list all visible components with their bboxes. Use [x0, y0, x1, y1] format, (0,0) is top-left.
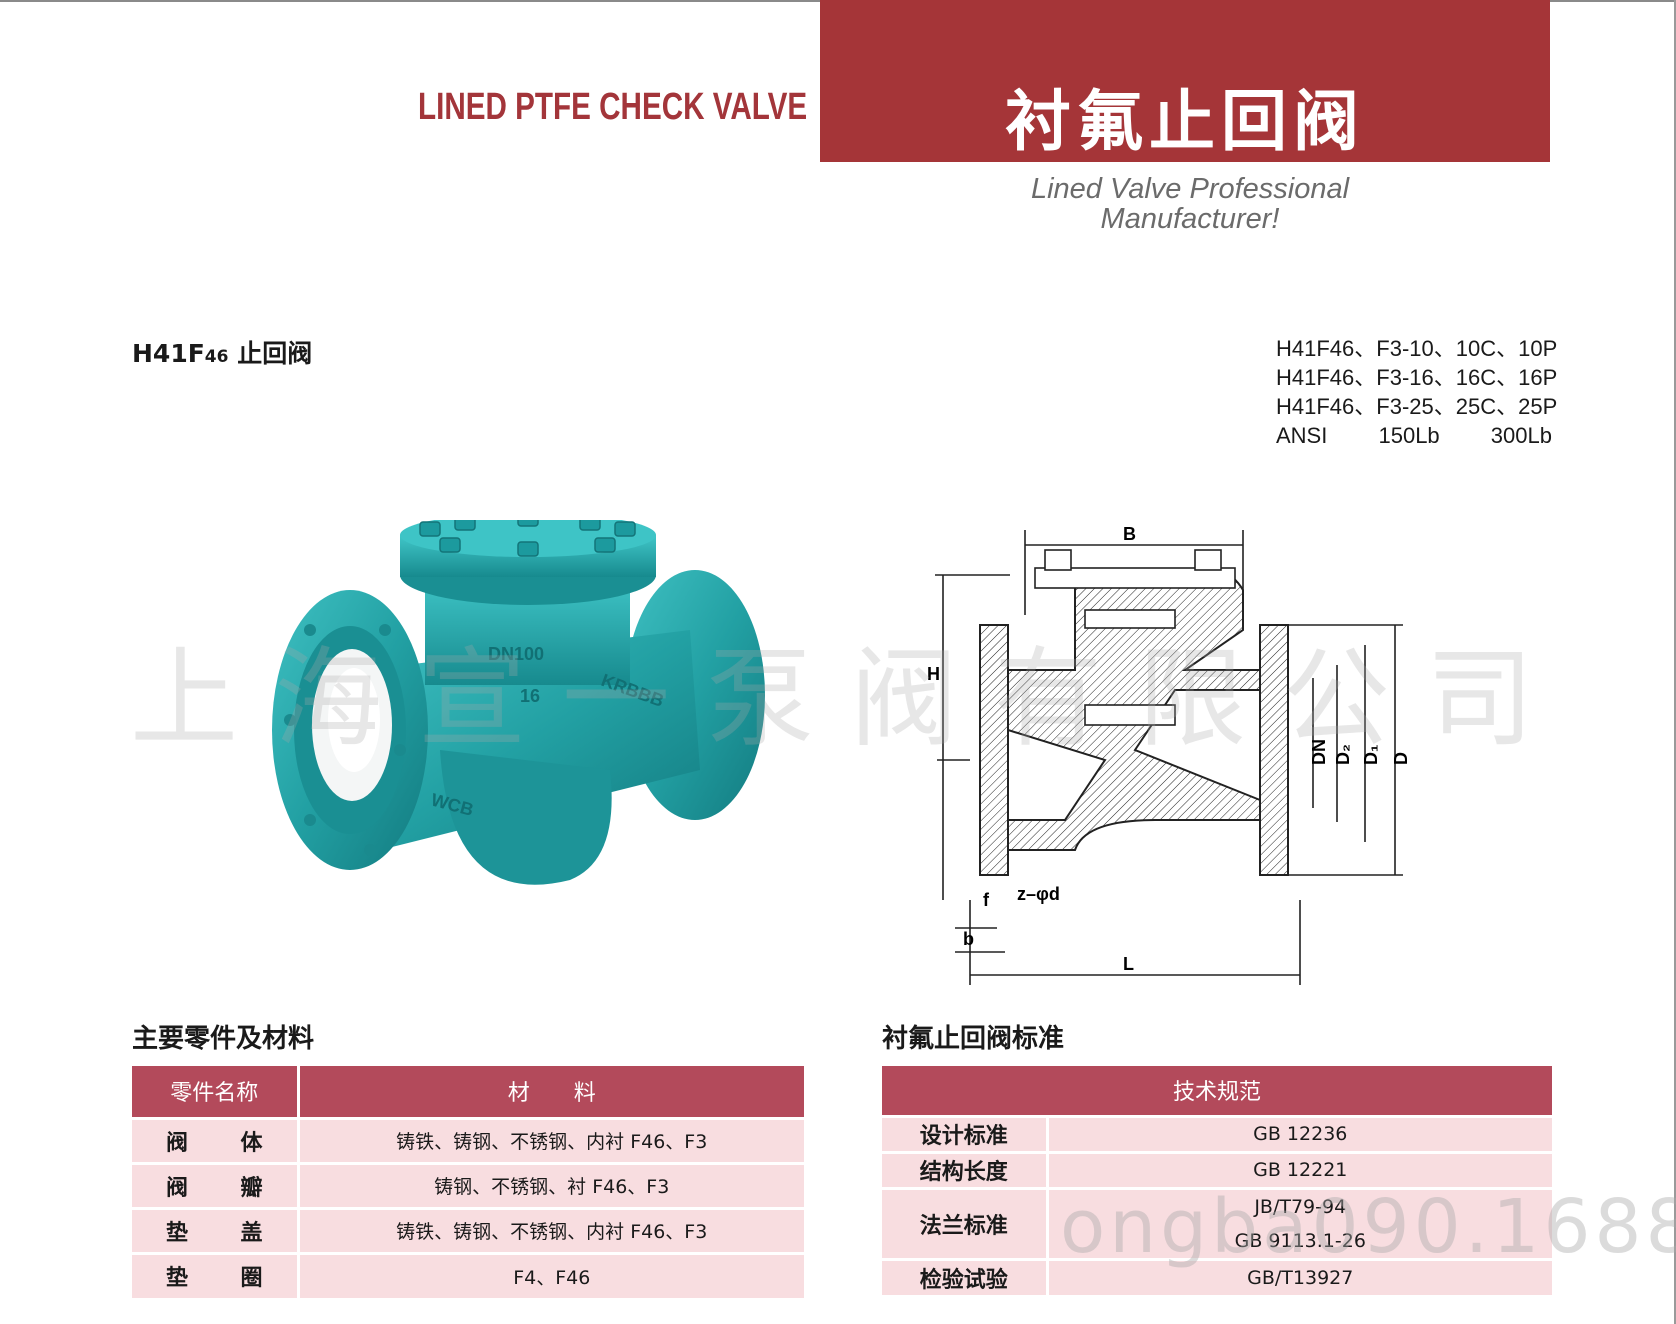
standard-value-2: GB 9113.1-26	[1234, 1229, 1366, 1252]
parts-header-material: 材 料	[298, 1066, 804, 1118]
dim-dn: DN	[1309, 739, 1329, 765]
standard-name: 法兰标准	[882, 1186, 1049, 1259]
dim-zd: z–φd	[1017, 884, 1060, 904]
model-row: H41F46、F3-25、25C、25P	[1276, 392, 1557, 421]
ansi-label: ANSI	[1276, 423, 1328, 448]
header-title-cn: 衬氟止回阀	[1005, 83, 1365, 160]
part-name-a: 垫	[166, 1220, 189, 1246]
part-name-b: 圈	[240, 1266, 263, 1292]
ansi-row: ANSI 150Lb 300Lb	[1276, 421, 1552, 450]
model-row: H41F46、F3-10、10C、10P	[1276, 334, 1557, 363]
table-row: 垫 盖 铸铁、铸钢、不锈钢、内衬 F46、F3	[132, 1206, 804, 1253]
model-list: H41F46、F3-10、10C、10P H41F46、F3-16、16C、16…	[1276, 334, 1557, 450]
standards-section-title: 衬氟止回阀标准	[882, 1024, 1065, 1054]
model-row: H41F46、F3-16、16C、16P	[1276, 363, 1557, 392]
part-material: F4、F46	[298, 1251, 804, 1298]
part-name-a: 垫	[166, 1266, 189, 1292]
dim-bb: b	[963, 929, 974, 949]
tagline-line1: Lined Valve Professional	[1030, 173, 1350, 205]
valve-photo: DN100 16 KRBBB WCB	[272, 520, 765, 885]
standards-table: 技术规范 设计标准 GB 12236 结构长度 GB 12221 法兰标准 JB…	[882, 1066, 1552, 1295]
standard-value: JB/T79-94	[1254, 1195, 1347, 1218]
standards-header-row: 技术规范	[882, 1066, 1552, 1116]
table-row: 法兰标准 JB/T79-94 GB 9113.1-26	[882, 1186, 1552, 1259]
part-material: 铸铁、铸钢、不锈钢、内衬 F46、F3	[298, 1116, 804, 1163]
standard-value: GB 12221	[1047, 1150, 1552, 1188]
section-drawing: B H DN D₂ D₁ D z–φd f b L	[927, 524, 1411, 985]
dim-h: H	[927, 664, 940, 684]
part-name-a: 阀	[166, 1130, 189, 1156]
model-prefix: H41F	[132, 339, 205, 368]
model-row-text: H41F46、F3-10、10C、10P	[1276, 336, 1558, 361]
part-name-b: 盖	[240, 1220, 263, 1246]
table-row: 阀 体 铸铁、铸钢、不锈钢、内衬 F46、F3	[132, 1116, 804, 1163]
model-title: H41F46 止回阀	[132, 334, 312, 370]
table-row: 阀 瓣 铸钢、不锈钢、衬 F46、F3	[132, 1161, 804, 1208]
standard-value: GB/T13927	[1047, 1257, 1552, 1295]
tagline-line2: Manufacturer!	[1100, 203, 1280, 235]
dim-f: f	[983, 890, 990, 910]
parts-header-name: 零件名称	[132, 1066, 300, 1118]
dim-d: D	[1391, 752, 1411, 765]
table-row: 垫 圈 F4、F46	[132, 1251, 804, 1298]
ansi-class-1: 150Lb	[1378, 423, 1440, 448]
dim-l: L	[1123, 954, 1134, 974]
standard-name: 设计标准	[882, 1114, 1049, 1152]
model-row-text: H41F46、F3-25、25C、25P	[1276, 394, 1558, 419]
table-row: 设计标准 GB 12236	[882, 1114, 1552, 1152]
dim-d1: D₁	[1361, 745, 1381, 765]
tagline: Lined Valve Professional Manufacturer!	[1010, 174, 1370, 234]
part-name-b: 体	[240, 1130, 263, 1156]
part-material: 铸钢、不锈钢、衬 F46、F3	[298, 1161, 804, 1208]
dim-d2: D₂	[1333, 744, 1353, 765]
right-border	[1674, 0, 1676, 1324]
mark-pn: 16	[520, 686, 540, 706]
table-row: 检验试验 GB/T13927	[882, 1257, 1552, 1295]
ansi-class-2: 300Lb	[1490, 423, 1552, 448]
part-name-b: 瓣	[240, 1175, 263, 1201]
model-name: 止回阀	[237, 339, 313, 368]
table-row: 结构长度 GB 12221	[882, 1150, 1552, 1188]
parts-header-row: 零件名称 材 料	[132, 1066, 804, 1118]
standard-name: 结构长度	[882, 1150, 1049, 1188]
header-band	[820, 0, 1550, 162]
part-material: 铸铁、铸钢、不锈钢、内衬 F46、F3	[298, 1206, 804, 1253]
standard-name: 检验试验	[882, 1257, 1049, 1295]
part-name-a: 阀	[166, 1175, 189, 1201]
model-row-text: H41F46、F3-16、16C、16P	[1276, 365, 1558, 390]
dim-b: B	[1123, 524, 1136, 544]
mark-dn: DN100	[488, 644, 544, 664]
standard-value: GB 12236	[1047, 1114, 1552, 1152]
header-title-en: LINED PTFE CHECK VALVE	[418, 86, 808, 128]
standards-header: 技术规范	[882, 1066, 1552, 1116]
model-sub: 46	[204, 347, 229, 367]
parts-table: 零件名称 材 料 阀体 铸铁、铸钢、不锈钢、内衬 F46、F3 阀瓣 铸钢、不锈…	[132, 1066, 804, 1298]
parts-section-title: 主要零件及材料	[132, 1024, 315, 1054]
